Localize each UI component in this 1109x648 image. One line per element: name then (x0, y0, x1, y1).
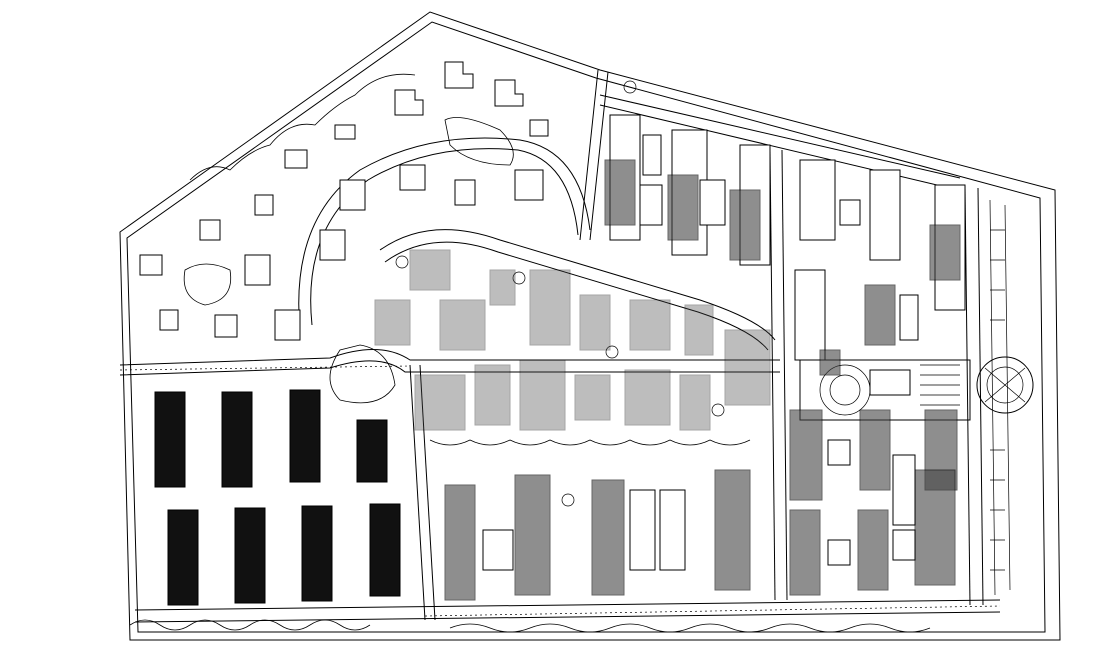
apartment-blocks-southeast (789, 409, 958, 596)
east-roundabout (976, 356, 1034, 414)
east-parking-strip (989, 199, 1011, 596)
apartment-blocks-southwest (154, 389, 401, 606)
central-plaza (799, 349, 971, 421)
apartment-blocks-northeast (604, 114, 966, 361)
villa-cluster-northwest (139, 61, 549, 341)
landscape-lakes (183, 80, 725, 507)
vegetation-edges (129, 73, 931, 633)
apartment-blocks-south (444, 469, 751, 601)
townhouse-cluster-middle (374, 249, 771, 431)
site-boundary (119, 11, 1061, 641)
